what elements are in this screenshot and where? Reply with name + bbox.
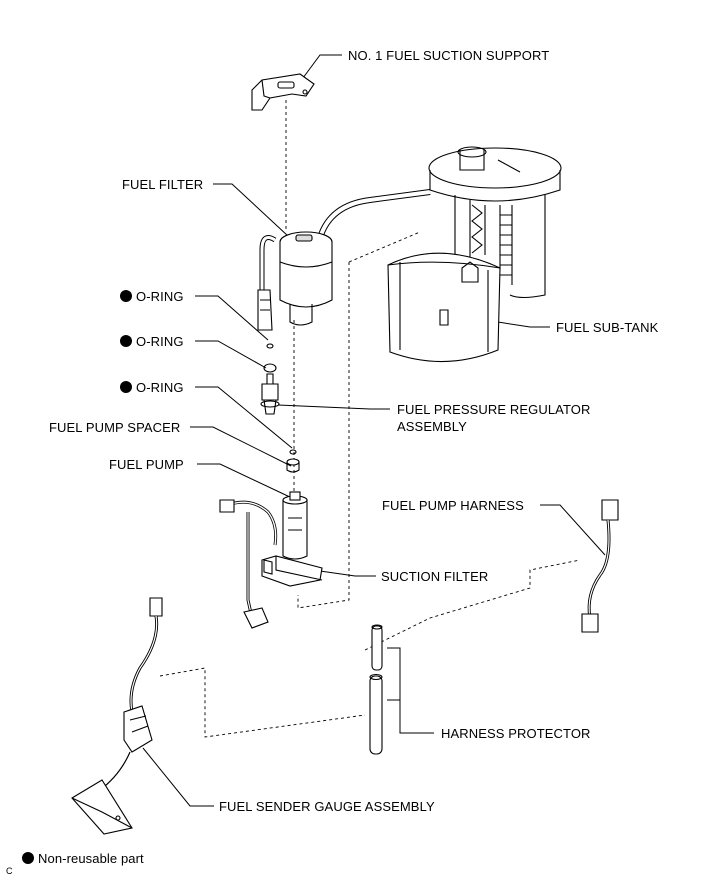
small-parts <box>260 343 300 473</box>
leader-oring-3 <box>195 386 293 449</box>
leader-oring-1 <box>195 295 269 341</box>
label-fuel-pump-spacer: FUEL PUMP SPACER <box>49 420 181 435</box>
non-reusable-icon <box>120 335 132 347</box>
pressure-regulator-part <box>260 373 280 415</box>
fuel-pump-harness-part <box>581 499 619 633</box>
leader-pump-spacer <box>190 426 292 467</box>
label-pressure-regulator-1: FUEL PRESSURE REGULATOR <box>397 402 591 417</box>
leader-regulator <box>277 404 390 410</box>
label-harness-protector: HARNESS PROTECTOR <box>441 726 591 741</box>
leader-suction-support <box>299 54 342 83</box>
leader-sender-gauge <box>142 747 214 807</box>
assembly-dashed-lines <box>159 100 581 738</box>
label-suction-support: NO. 1 FUEL SUCTION SUPPORT <box>348 48 550 63</box>
label-fuel-sub-tank: FUEL SUB-TANK <box>556 320 659 335</box>
oring-2-part <box>263 363 277 373</box>
label-suction-filter: SUCTION FILTER <box>381 569 489 584</box>
corner-mark: C <box>6 866 13 876</box>
fuel-filter-part <box>257 189 431 331</box>
fuel-pump-part <box>219 491 323 629</box>
legend-non-reusable: Non-reusable part <box>22 851 144 866</box>
oring-3-part <box>289 449 297 455</box>
leader-harness-protector <box>387 647 434 734</box>
suction-support-part <box>251 73 315 111</box>
label-pressure-regulator-2: ASSEMBLY <box>397 419 467 434</box>
leader-fuel-pump <box>197 463 293 499</box>
leader-fuel-filter <box>213 183 289 237</box>
label-fuel-sender-gauge: FUEL SENDER GAUGE ASSEMBLY <box>219 799 435 814</box>
label-fuel-filter: FUEL FILTER <box>122 177 204 192</box>
leader-pump-harness <box>540 504 606 556</box>
oring-1-part <box>266 343 274 349</box>
leader-suction-filter <box>312 569 376 577</box>
non-reusable-icon <box>22 852 34 864</box>
label-oring-3: O-RING <box>120 380 184 395</box>
label-fuel-pump: FUEL PUMP <box>109 457 184 472</box>
label-fuel-pump-harness: FUEL PUMP HARNESS <box>382 498 524 513</box>
harness-protector-part <box>369 624 383 755</box>
label-oring-2: O-RING <box>120 334 184 349</box>
leader-lines <box>142 54 606 807</box>
leader-sub-tank <box>484 319 550 328</box>
suction-filter-part <box>261 555 323 587</box>
fuel-sub-tank-part <box>387 146 562 363</box>
non-reusable-icon <box>120 381 132 393</box>
non-reusable-icon <box>120 290 132 302</box>
leader-oring-2 <box>195 340 267 369</box>
leader-harness-protector-2 <box>387 699 401 733</box>
fuel-sender-gauge-part <box>71 597 163 835</box>
pump-spacer-part <box>286 458 300 473</box>
label-oring-1: O-RING <box>120 289 184 304</box>
